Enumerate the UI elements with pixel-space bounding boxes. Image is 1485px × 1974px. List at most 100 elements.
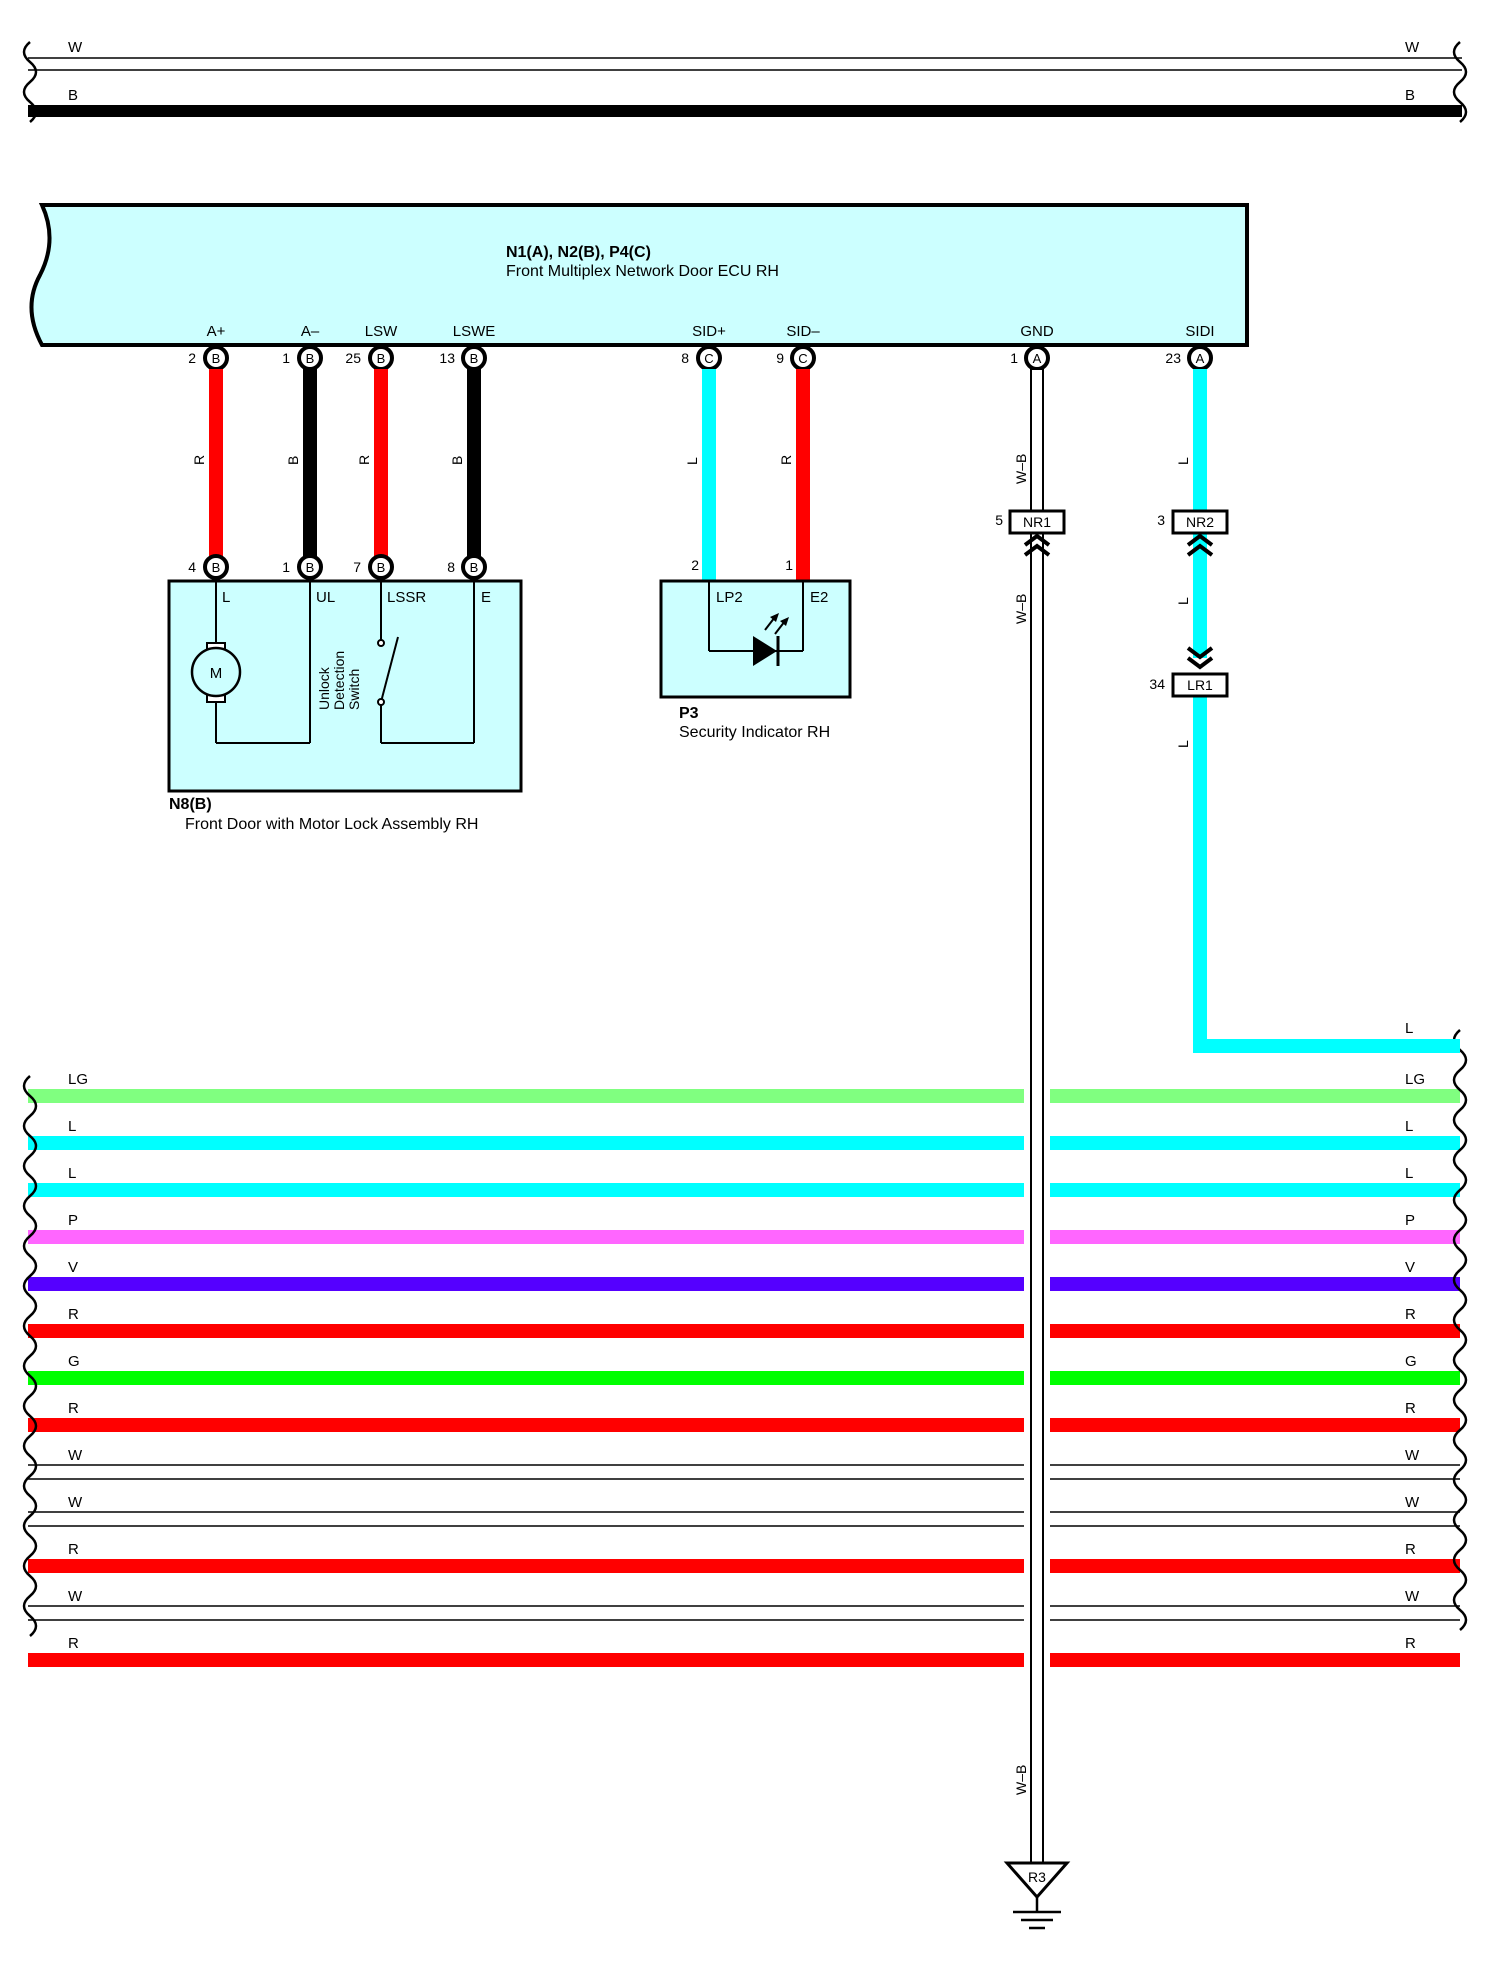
indicator-pin-label: LP2 — [716, 589, 743, 606]
top-bus-left-break — [22, 41, 38, 123]
wire-color-label: R — [778, 455, 794, 465]
ecu-box: N1(A), N2(B), P4(C) Front Multiplex Netw… — [29, 203, 1249, 347]
lock-wires: R B R B — [191, 369, 481, 562]
terminal-label: LSW — [365, 323, 398, 340]
bus-label-left: R — [68, 1400, 79, 1417]
junction-pin: 3 — [1157, 512, 1165, 528]
terminal-conn: B — [377, 351, 386, 366]
ground-icon: R3 — [1003, 1861, 1071, 1930]
bus-label-left: W — [68, 1447, 83, 1464]
indicator-connector: P3 — [679, 705, 699, 722]
terminal-conn: C — [704, 351, 713, 366]
wire-body — [1050, 1136, 1460, 1150]
bus-label-right: W — [1405, 1447, 1420, 1464]
terminal-conn: A — [1033, 351, 1042, 366]
led-icon — [753, 613, 789, 666]
wire-body — [28, 1653, 1024, 1667]
wire-body — [1050, 1183, 1460, 1197]
switch-contact — [380, 636, 399, 703]
top-bus: W W B B — [22, 39, 1468, 123]
terminal-label: LSWE — [453, 323, 496, 340]
switch-label-line: Unlock — [316, 666, 332, 710]
wire-sidi-segment — [1193, 369, 1207, 511]
terminal-pin: 1 — [1010, 350, 1018, 366]
wire-lswe — [467, 369, 481, 562]
chevron-up-icon — [1023, 533, 1051, 557]
pin-label: L — [222, 589, 230, 606]
bus-label-right: P — [1405, 1212, 1415, 1229]
terminal-pin: 1 — [282, 350, 290, 366]
bottom-bus-right-break — [1452, 1029, 1468, 1631]
switch-label-line: Detection — [331, 651, 347, 710]
lock-pin-ul: 1 B UL — [282, 554, 335, 606]
wire-color-label: L — [1175, 597, 1191, 605]
wire-body — [1050, 1230, 1460, 1244]
pin-conn: B — [377, 560, 386, 575]
bus-label-right: R — [1405, 1635, 1416, 1652]
wire-lsw — [374, 369, 388, 562]
bus-label-left: R — [68, 1306, 79, 1323]
terminal-label: GND — [1020, 323, 1054, 340]
wire-color-label: L — [1175, 740, 1191, 748]
terminal-pin: 8 — [681, 350, 689, 366]
wire-a-plus — [209, 369, 223, 562]
junction-pin: 34 — [1149, 676, 1165, 692]
terminal-pin: 25 — [345, 350, 361, 366]
terminal-conn: B — [306, 351, 315, 366]
wire-color-label: R — [356, 455, 372, 465]
junction-box — [1171, 672, 1229, 698]
top-bus-label-left: W — [68, 39, 83, 56]
terminal-pin: 2 — [188, 350, 196, 366]
ecu-connectors: N1(A), N2(B), P4(C) — [506, 244, 651, 261]
wire-body — [28, 1324, 1024, 1338]
bus-label-right: LG — [1405, 1071, 1425, 1088]
ecu-terminals: A+ 2 B A– 1 B LSW 25 B LSWE 13 B SID+ 8 … — [188, 323, 1215, 371]
wire-body — [28, 1277, 1024, 1291]
terminal-sid-plus: SID+ 8 C — [681, 323, 726, 371]
wire-body — [1050, 1371, 1460, 1385]
wire-color-label: L — [684, 457, 700, 465]
bus-label-right: W — [1405, 1588, 1420, 1605]
wire-color-label: W–B — [1013, 454, 1029, 484]
bus-label-right: R — [1405, 1541, 1416, 1558]
bus-label-left: LG — [68, 1071, 88, 1088]
terminal-pin: 13 — [439, 350, 455, 366]
bus-label-left: P — [68, 1212, 78, 1229]
wire-color-label: B — [285, 456, 301, 465]
terminal-label: A– — [301, 323, 320, 340]
bus-label-left: W — [68, 1588, 83, 1605]
terminal-lsw: LSW 25 B — [345, 323, 398, 371]
terminal-conn: C — [798, 351, 807, 366]
wire-body — [1050, 1559, 1460, 1573]
terminal-label: SIDI — [1185, 323, 1214, 340]
pin-number: 4 — [188, 559, 196, 575]
terminal-label: SID– — [786, 323, 820, 340]
bus-label-right: R — [1405, 1400, 1416, 1417]
wire-body — [1050, 1089, 1460, 1103]
pin-number: 8 — [447, 559, 455, 575]
junction-nr2: 3 NR2 — [1157, 509, 1229, 557]
motor-label: M — [210, 665, 223, 682]
wire-color-label: B — [449, 456, 465, 465]
bus-label-right: G — [1405, 1353, 1417, 1370]
bus-label-right: W — [1405, 1494, 1420, 1511]
bus-label-left: L — [68, 1165, 76, 1182]
bus-label-left: R — [68, 1541, 79, 1558]
wire-color-label: W–B — [1013, 594, 1029, 624]
pin-conn: B — [470, 560, 479, 575]
terminal-pin: 9 — [776, 350, 784, 366]
bus-label-left: W — [68, 1494, 83, 1511]
wire-color-label: W–B — [1013, 1765, 1029, 1795]
junction-box — [1008, 509, 1066, 535]
wire-body — [1050, 1418, 1460, 1432]
bus-label-left: G — [68, 1353, 80, 1370]
lock-assembly: 4 B L 1 B UL 7 B LSSR 8 B E — [167, 554, 523, 833]
